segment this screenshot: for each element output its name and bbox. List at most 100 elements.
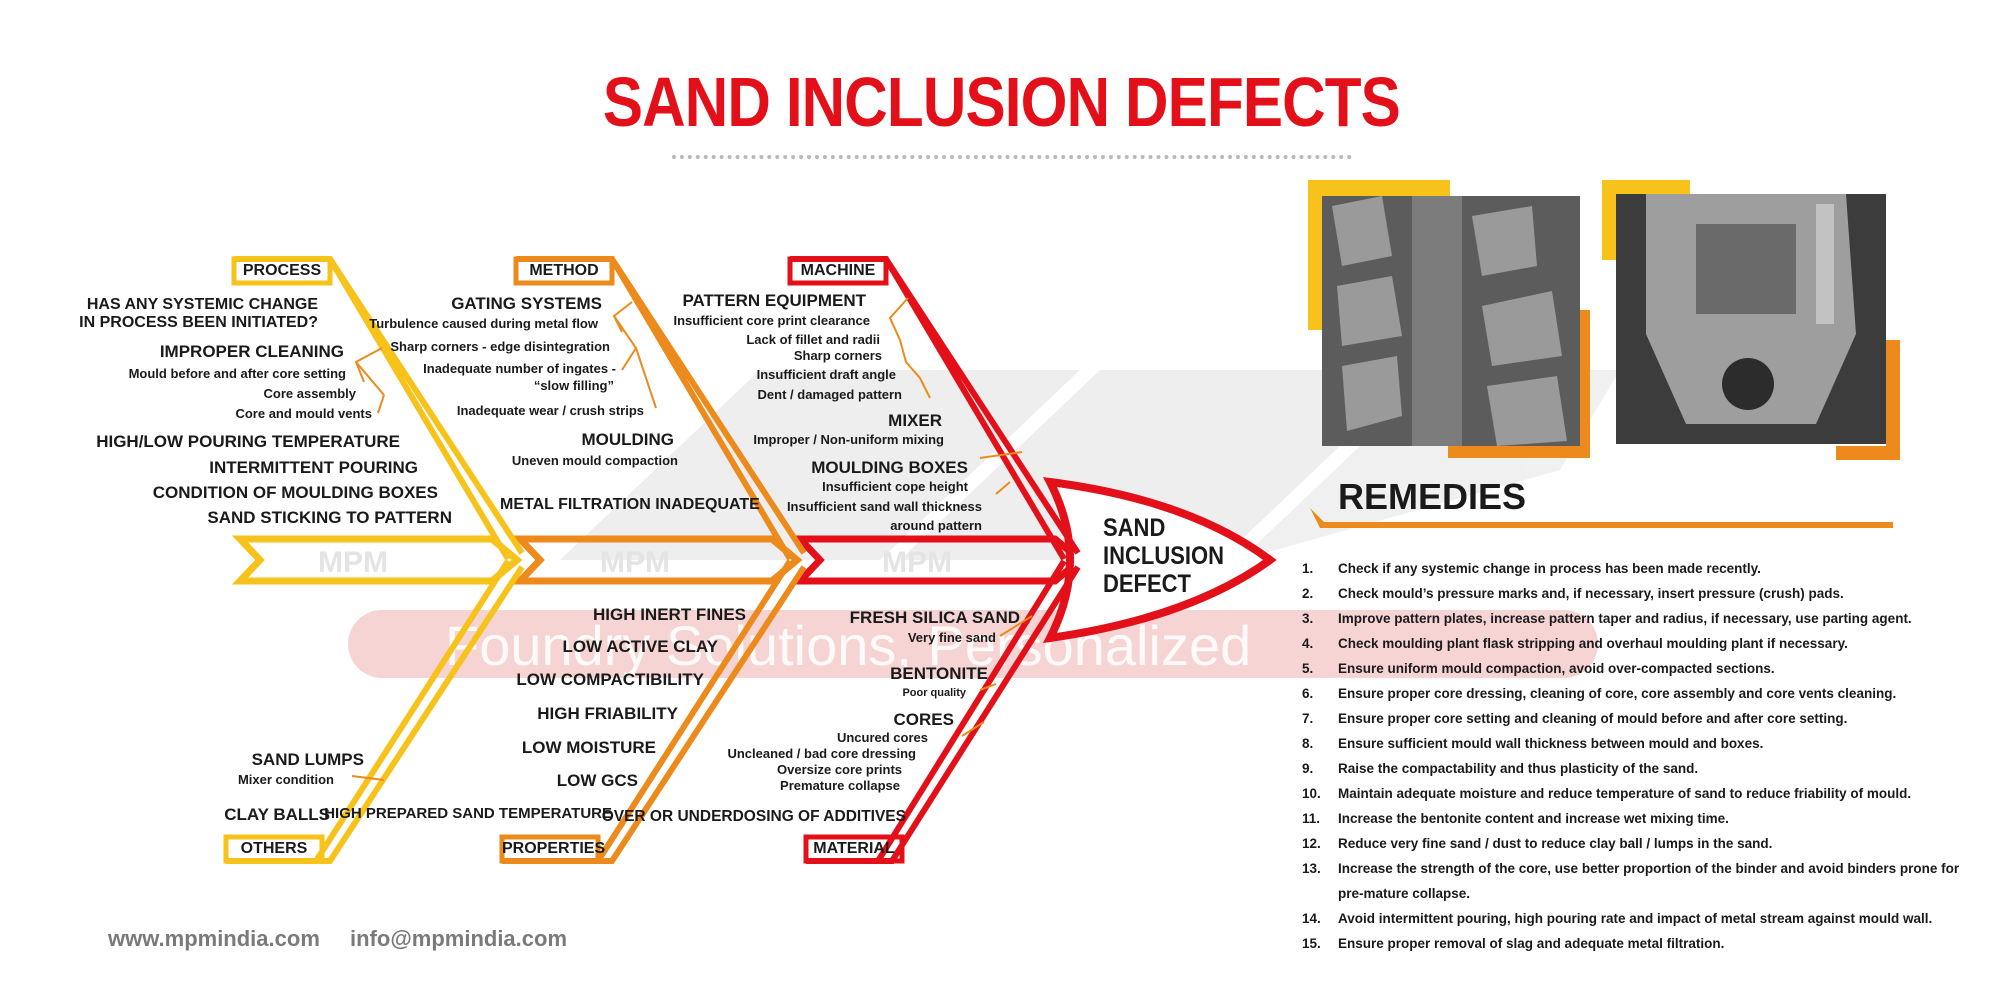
remedy-text: Check if any systemic change in process … bbox=[1338, 561, 1761, 576]
remedy-number: 2. bbox=[1302, 586, 1314, 601]
properties-item-1: HIGH INERT FINES bbox=[592, 605, 746, 624]
remedy-text: Maintain adequate moisture and reduce te… bbox=[1338, 786, 1912, 801]
spine-orange bbox=[511, 535, 803, 585]
machine-pattern-item-4: Insufficient draft angle bbox=[756, 367, 896, 382]
method-moulding-item-1: Uneven mould compaction bbox=[511, 453, 678, 468]
process-item-2: INTERMITTENT POURING bbox=[209, 458, 418, 477]
remedy-item: 12. Reduce very fine sand / dust to reduc… bbox=[1302, 831, 1962, 856]
box-material bbox=[803, 834, 905, 864]
spine-watermark-2: MPM bbox=[600, 546, 670, 579]
defect-photo-1 bbox=[1322, 196, 1580, 446]
spine-watermark-3: MPM bbox=[882, 546, 952, 579]
category-material: MATERIAL bbox=[813, 840, 895, 857]
material-bentonite-item-1: Poor quality bbox=[902, 687, 966, 699]
process-improper-cleaning: IMPROPER CLEANING bbox=[159, 342, 344, 361]
page-title: SAND INCLUSION DEFECTS bbox=[602, 63, 1401, 141]
material-fresh-silica: FRESH SILICA SAND bbox=[849, 608, 1020, 627]
remedy-item: 8. Ensure sufficient mould wall thickness… bbox=[1302, 731, 1962, 756]
category-method: METHOD bbox=[529, 262, 599, 279]
process-systemic-line-1: HAS ANY SYSTEMIC CHANGE bbox=[86, 296, 318, 313]
connectors-machine bbox=[888, 297, 931, 399]
remedy-text: Check moulding plant flask stripping and… bbox=[1338, 636, 1848, 651]
material-additives: OVER OR UNDERDOSING OF ADDITIVES bbox=[601, 808, 906, 825]
remedy-number: 15. bbox=[1302, 936, 1321, 951]
process-cleaning-item-3: Core and mould vents bbox=[235, 406, 372, 421]
remedy-number: 14. bbox=[1302, 911, 1321, 926]
remedy-text: Ensure sufficient mould wall thickness b… bbox=[1338, 736, 1764, 751]
connectors-boxes bbox=[979, 451, 1023, 495]
properties-item-3: LOW COMPACTIBILITY bbox=[516, 670, 704, 689]
process-systemic-change: HAS ANY SYSTEMIC CHANGE IN PROCESS BEEN … bbox=[79, 296, 318, 332]
remedy-item: 1. Check if any systemic change in proces… bbox=[1302, 556, 1962, 581]
photo-frame-right-bottom bbox=[1836, 340, 1900, 460]
remedy-number: 7. bbox=[1302, 711, 1314, 726]
photo-frame-right bbox=[1602, 180, 1690, 260]
material-bentonite: BENTONITE bbox=[890, 664, 988, 683]
box-properties bbox=[499, 834, 601, 864]
others-clay-balls: CLAY BALLS bbox=[224, 805, 330, 824]
title-divider bbox=[672, 155, 1352, 159]
process-item-1: HIGH/LOW POURING TEMPERATURE bbox=[96, 432, 400, 451]
method-gating-item-5: Inadequate wear / crush strips bbox=[456, 403, 644, 418]
remedies-underline bbox=[1310, 508, 1893, 528]
remedy-item: 7.Ensure proper core setting and cleanin… bbox=[1302, 706, 1962, 731]
footer-email[interactable]: info@mpmindia.com bbox=[350, 926, 568, 951]
others-lumps-item-1: Mixer condition bbox=[237, 772, 334, 787]
method-gating: GATING SYSTEMS bbox=[451, 294, 602, 313]
machine-pattern-equipment: PATTERN EQUIPMENT bbox=[682, 291, 866, 310]
defect-photo-2 bbox=[1616, 194, 1886, 444]
remedy-item: 4. Check moulding plant flask stripping a… bbox=[1302, 631, 1962, 656]
remedy-text: Ensure uniform mould compaction, avoid o… bbox=[1338, 661, 1775, 676]
remedies-list: 1. Check if any systemic change in proces… bbox=[1302, 556, 1962, 956]
box-process bbox=[231, 256, 333, 286]
machine-pattern-item-2: Lack of fillet and radii bbox=[746, 332, 880, 347]
remedy-number: 6. bbox=[1302, 686, 1314, 701]
fish-head bbox=[1042, 477, 1277, 644]
machine-boxes-item-2: Insufficient sand wall thickness bbox=[786, 499, 982, 514]
remedy-number: 3. bbox=[1302, 611, 1314, 626]
remedy-number: 13. bbox=[1302, 861, 1321, 876]
machine-pattern-item-3: Sharp corners bbox=[793, 348, 882, 363]
method-gating-item-2: Sharp corners - edge disintegration bbox=[390, 339, 610, 354]
photo-frame-left bbox=[1308, 180, 1450, 330]
footer-website[interactable]: www.mpmindia.com bbox=[108, 926, 320, 951]
head-line-3: DEFECT bbox=[1103, 570, 1191, 598]
process-systemic-line-2: IN PROCESS BEEN INITIATED? bbox=[79, 314, 318, 331]
material-cores: CORES bbox=[893, 710, 954, 729]
remedy-text: Ensure proper removal of slag and adequa… bbox=[1338, 936, 1725, 951]
remedy-number: 4. bbox=[1302, 636, 1314, 651]
material-silica-item-1: Very fine sand bbox=[907, 630, 996, 645]
remedy-text: Improve pattern plates, increase pattern… bbox=[1338, 611, 1912, 626]
remedy-text: Increase the strength of the core, use b… bbox=[1338, 861, 1960, 901]
connectors-bottom bbox=[351, 615, 1033, 781]
category-process: PROCESS bbox=[242, 262, 322, 279]
head-line-2: INCLUSION bbox=[1103, 542, 1224, 570]
box-method bbox=[513, 256, 615, 286]
category-properties: PROPERTIES bbox=[502, 840, 606, 857]
properties-item-4: HIGH FRIABILITY bbox=[537, 704, 678, 723]
remedy-number: 12. bbox=[1302, 836, 1321, 851]
remedy-text: Reduce very fine sand / dust to reduce c… bbox=[1338, 836, 1773, 851]
properties-item-6: LOW GCS bbox=[556, 771, 638, 790]
method-gating-item-3: Inadequate number of ingates - bbox=[423, 361, 616, 376]
remedy-item: 9.Raise the compactability and thus plas… bbox=[1302, 756, 1962, 781]
machine-pattern-item-1: Insufficient core print clearance bbox=[673, 313, 870, 328]
process-cleaning-item-2: Core assembly bbox=[263, 386, 357, 401]
remedy-number: 10. bbox=[1302, 786, 1321, 801]
head-label: SAND INCLUSION DEFECT bbox=[1103, 514, 1224, 598]
machine-boxes-item-3: around pattern bbox=[890, 518, 982, 533]
remedy-number: 5. bbox=[1302, 661, 1314, 676]
remedy-item: 15. Ensure proper removal of slag and ade… bbox=[1302, 931, 1962, 956]
remedy-item: 13. Increase the strength of the core, us… bbox=[1302, 856, 1962, 906]
remedy-number: 1. bbox=[1302, 561, 1314, 576]
box-machine bbox=[787, 256, 889, 286]
watermark-tagline-band bbox=[348, 610, 1598, 678]
spine-watermark-1: MPM bbox=[318, 546, 388, 579]
machine-moulding-boxes: MOULDING BOXES bbox=[811, 458, 968, 477]
method-gating-item-4: “slow filling” bbox=[533, 378, 614, 393]
remedy-item: 14.Avoid intermittent pouring, high pour… bbox=[1302, 906, 1962, 931]
remedy-item: 5. Ensure uniform mould compaction, avoid… bbox=[1302, 656, 1962, 681]
properties-item-7: HIGH PREPARED SAND TEMPERATURE bbox=[324, 805, 612, 822]
remedy-number: 8. bbox=[1302, 736, 1314, 751]
